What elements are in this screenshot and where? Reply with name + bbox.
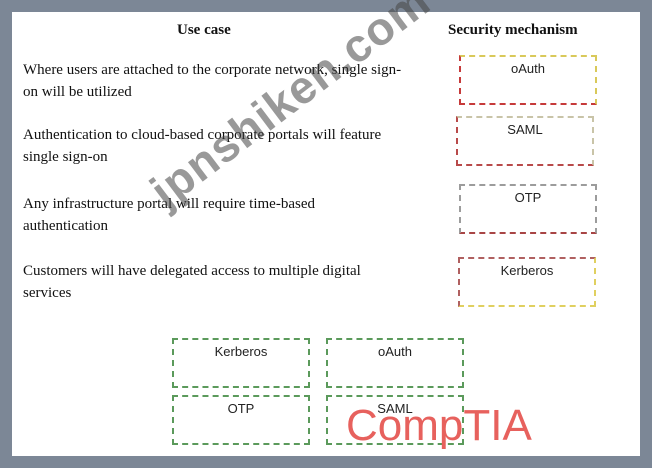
use-case-3: Any infrastructure portal will require t… xyxy=(23,196,315,234)
security-mechanism-header: Security mechanism xyxy=(448,22,578,38)
use-case-header: Use case xyxy=(177,22,231,38)
option-oauth-label: oAuth xyxy=(378,344,412,359)
target-slot-2-label: SAML xyxy=(507,122,543,137)
option-oauth[interactable]: oAuth xyxy=(326,338,464,388)
use-case-2: Authentication to cloud-based corporate … xyxy=(23,127,382,165)
target-slot-1-label: oAuth xyxy=(511,61,545,76)
use-case-4: Customers will have delegated access to … xyxy=(23,263,361,301)
option-saml-label: SAML xyxy=(377,401,413,416)
target-slot-4-label: Kerberos xyxy=(500,263,554,278)
question-panel: Use case Security mechanism Where users … xyxy=(12,12,640,456)
use-case-1: Where users are attached to the corporat… xyxy=(23,62,402,100)
option-otp[interactable]: OTP xyxy=(172,395,310,445)
target-slot-3-label: OTP xyxy=(514,190,542,205)
option-kerberos[interactable]: Kerberos xyxy=(172,338,310,388)
target-slot-3[interactable]: OTP xyxy=(459,184,597,234)
option-kerberos-label: Kerberos xyxy=(214,344,268,359)
option-saml[interactable]: SAML xyxy=(326,395,464,445)
option-otp-label: OTP xyxy=(227,401,255,416)
target-slot-4[interactable]: Kerberos xyxy=(458,257,596,307)
target-slot-1[interactable]: oAuth xyxy=(459,55,597,105)
target-slot-2[interactable]: SAML xyxy=(456,116,594,166)
